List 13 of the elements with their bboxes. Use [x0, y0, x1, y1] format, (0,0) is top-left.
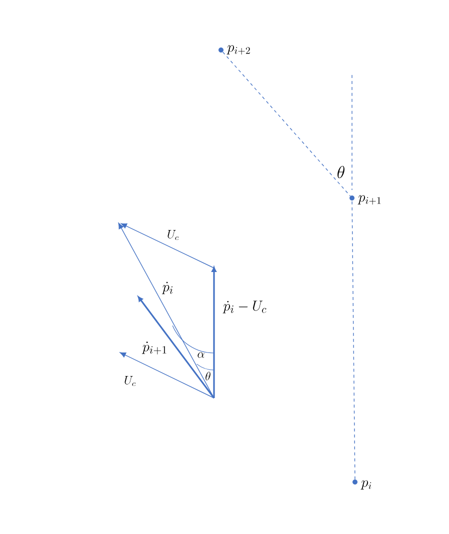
point-label: $p_{i+1}$	[358, 195, 381, 205]
dashed-line	[352, 200, 356, 480]
vector-label: $\dot{p}_i$	[162, 282, 173, 294]
angle-label: $\alpha$	[198, 352, 204, 358]
angle-label: $\theta$	[206, 372, 210, 380]
vector-label: $U_c$	[168, 230, 179, 240]
point-label: $p_{i+2}$	[226, 45, 250, 55]
point-label: $p_i$	[360, 480, 372, 490]
angle-label: $\theta$	[338, 166, 344, 178]
dashed-line	[222, 52, 351, 196]
vector-label: $\dot{p}_{i+1}$	[142, 342, 166, 354]
vector-label: $U_c$	[124, 376, 136, 386]
vector-label: $\dot{p}_i - U_c$	[222, 300, 266, 314]
